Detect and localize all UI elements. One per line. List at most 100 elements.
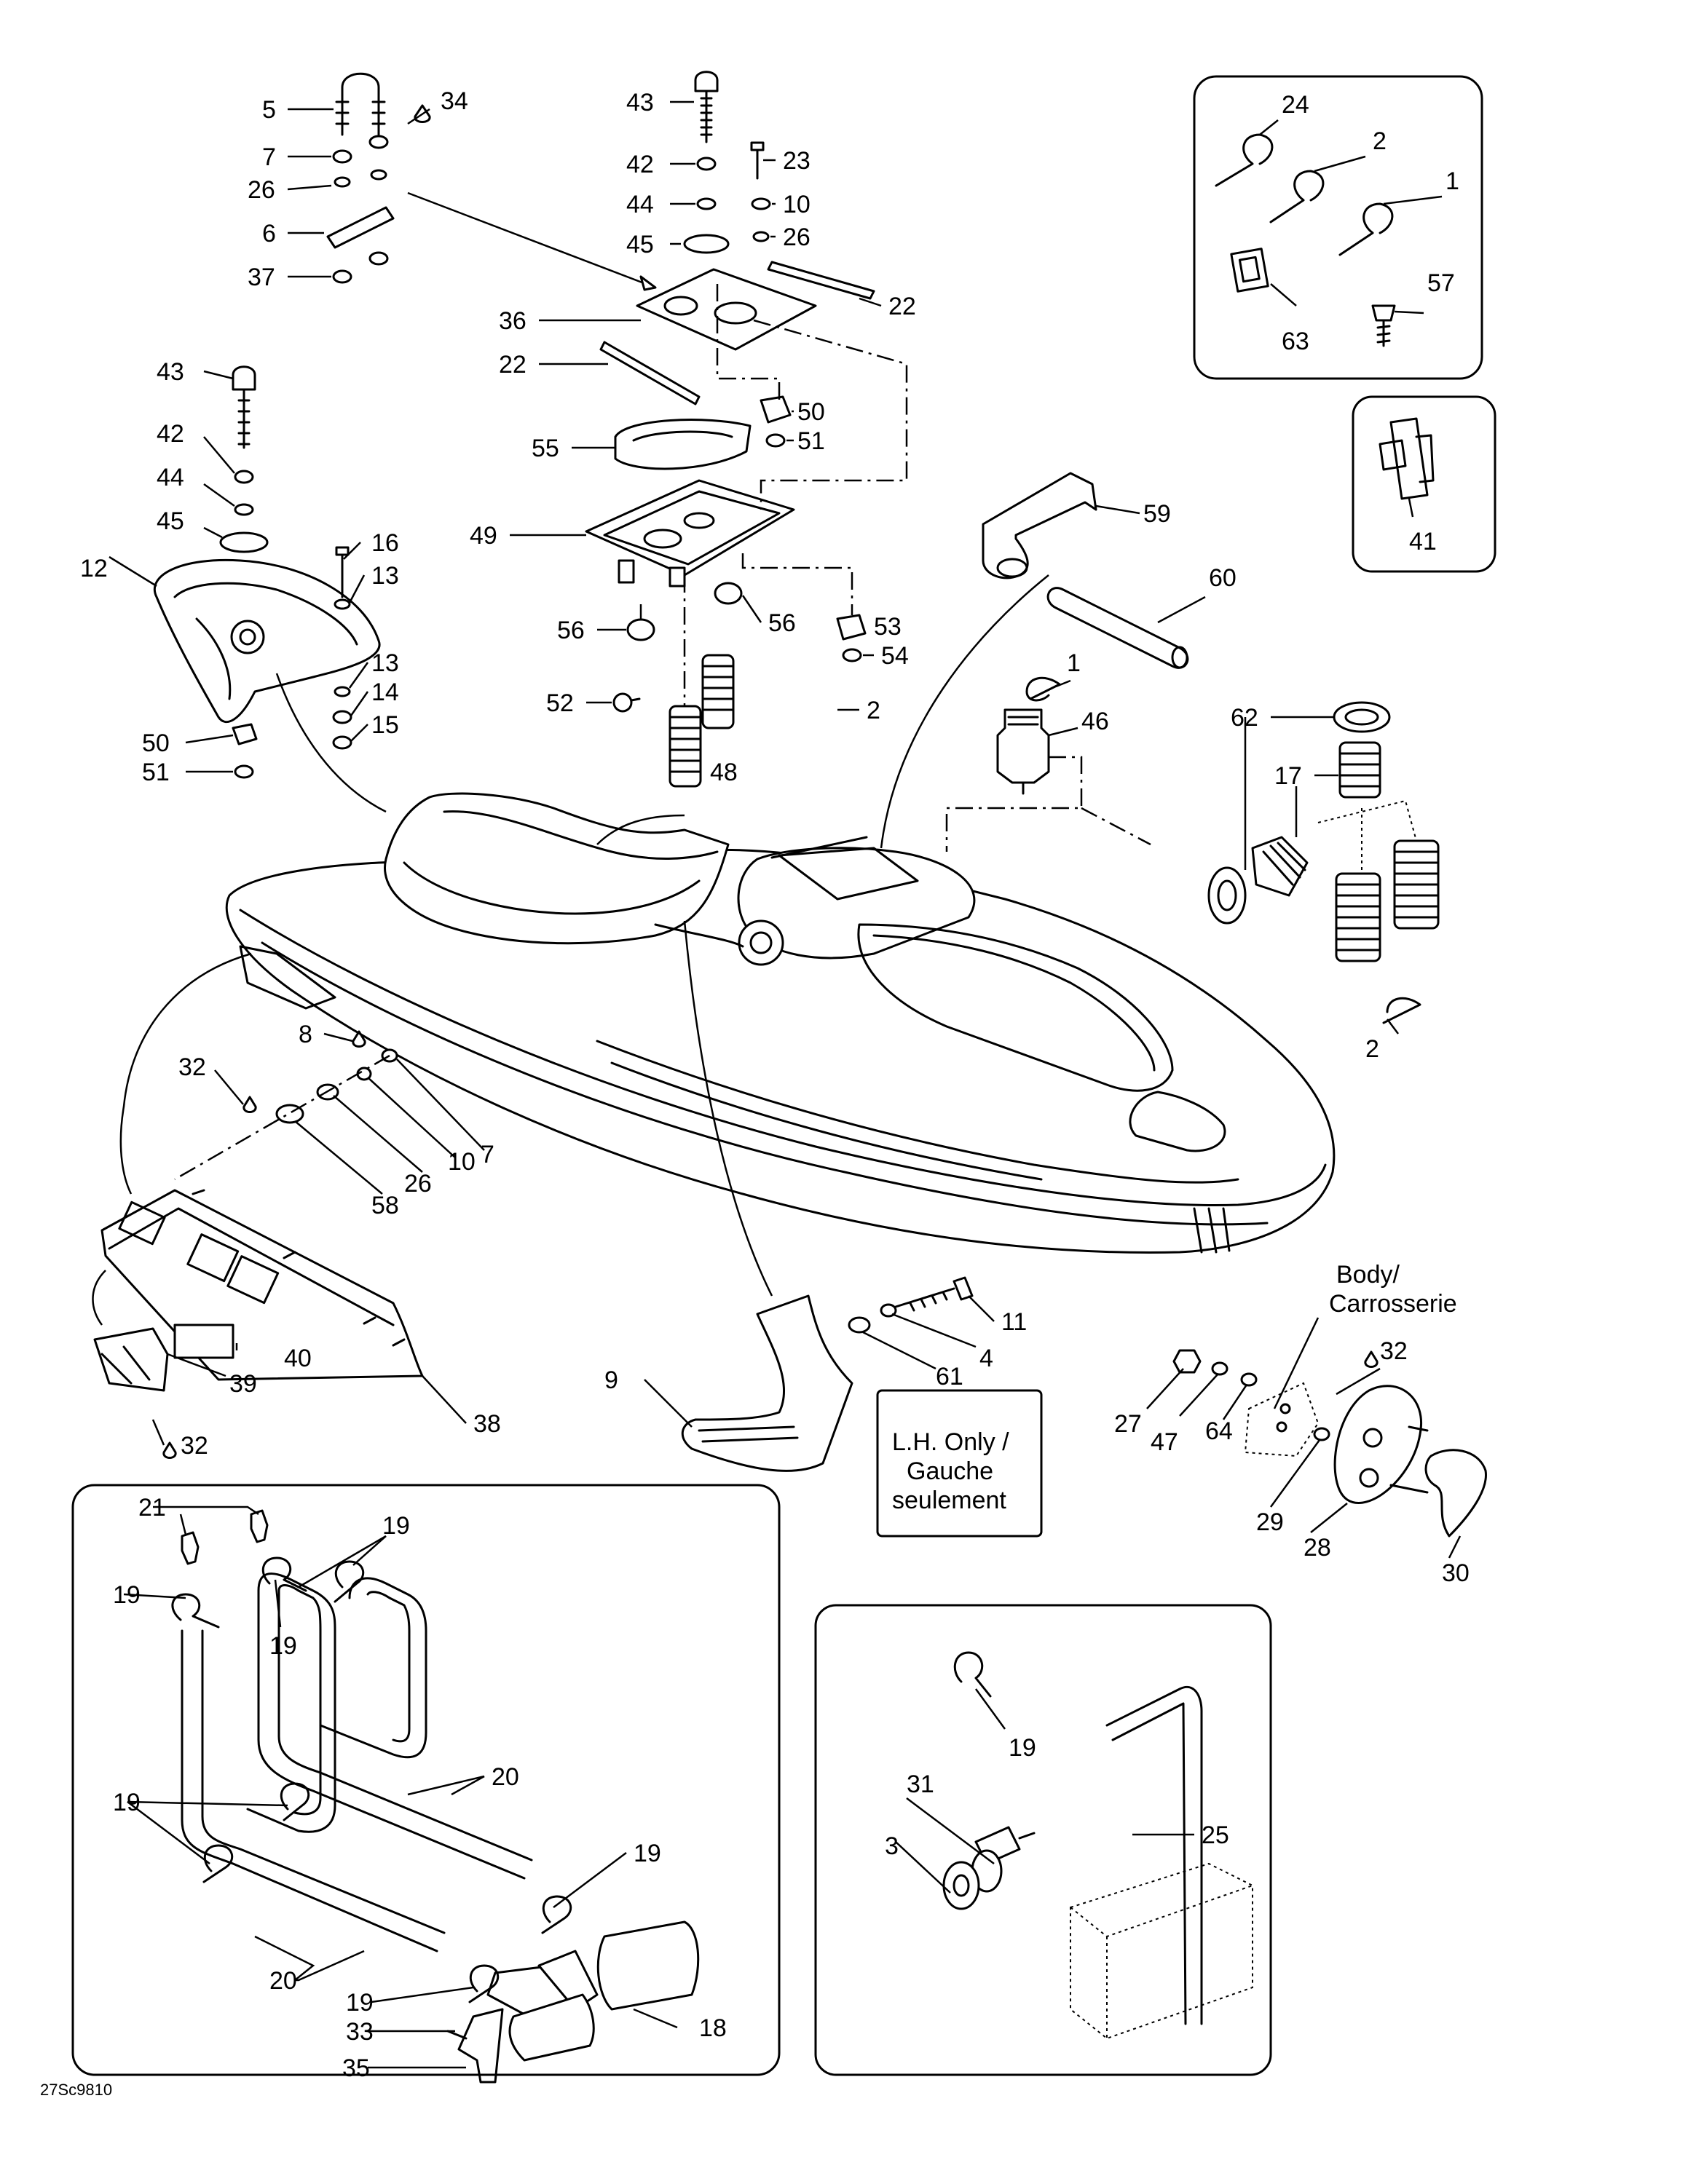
- callout-25: 25: [1202, 1821, 1229, 1849]
- callout-36: 36: [499, 307, 526, 335]
- note-lh-only-line3: seulement: [892, 1487, 1006, 1514]
- callout-38: 38: [473, 1410, 501, 1438]
- callout-29: 29: [1256, 1508, 1284, 1536]
- callout-28: 28: [1304, 1534, 1331, 1562]
- callout-3: 3: [885, 1832, 899, 1860]
- callout-11: 11: [1001, 1308, 1027, 1336]
- cable-ties-inset: [1215, 133, 1396, 347]
- callout-37: 37: [248, 264, 275, 291]
- callout-24: 24: [1282, 91, 1309, 119]
- callout-59: 59: [1143, 500, 1171, 528]
- watercraft-hull-illustration: [225, 792, 1336, 1254]
- callout-51: 51: [797, 427, 825, 455]
- callout-7: 7: [262, 143, 276, 171]
- callout-60: 60: [1209, 564, 1237, 592]
- callout-42: 42: [626, 151, 654, 178]
- note-body-line1: Body/: [1336, 1261, 1400, 1289]
- callout-56: 56: [557, 617, 585, 644]
- callout-18: 18: [699, 2014, 727, 2042]
- fitting-46: [945, 676, 1151, 852]
- callout-1: 1: [1067, 649, 1081, 677]
- callout-20: 20: [492, 1763, 519, 1791]
- callout-26: 26: [404, 1170, 432, 1198]
- drain-plug-assembly: [1207, 701, 1440, 1024]
- note-lh-only-line2: Gauche: [907, 1457, 993, 1485]
- inset-box-hoses: [71, 1484, 781, 2076]
- callout-62: 62: [1231, 704, 1258, 732]
- callout-33: 33: [346, 2018, 374, 2046]
- callout-35: 35: [342, 2054, 370, 2082]
- callout-2: 2: [1365, 1035, 1379, 1063]
- callout-50: 50: [797, 398, 825, 426]
- callout-41: 41: [1409, 528, 1437, 555]
- rear-hardware: [174, 1030, 398, 1181]
- callout-23: 23: [783, 147, 811, 175]
- callout-53: 53: [874, 613, 902, 641]
- callout-20: 20: [269, 1967, 297, 1995]
- callout-31: 31: [907, 1770, 934, 1798]
- side-vent-assembly: [681, 1276, 974, 1472]
- callout-19: 19: [113, 1581, 141, 1609]
- callout-19: 19: [382, 1512, 410, 1540]
- callout-44: 44: [157, 464, 184, 491]
- callout-8: 8: [299, 1021, 312, 1048]
- callout-43: 43: [157, 358, 184, 386]
- callout-22: 22: [888, 293, 916, 320]
- callout-13: 13: [371, 562, 399, 590]
- callout-2: 2: [867, 697, 880, 724]
- callout-5: 5: [262, 96, 276, 124]
- callout-64: 64: [1205, 1417, 1233, 1445]
- u-bolt-bracket: [326, 72, 431, 284]
- clip-41-inset: [1379, 417, 1435, 500]
- callout-55: 55: [532, 435, 559, 462]
- hoses-inset: [171, 1509, 700, 2084]
- note-box-lh-only: [876, 1389, 1043, 1538]
- rear-grill-assembly: [93, 1189, 424, 1459]
- callout-4: 4: [979, 1345, 993, 1372]
- callout-10: 10: [783, 191, 811, 218]
- callout-19: 19: [1009, 1734, 1036, 1762]
- callout-54: 54: [881, 642, 909, 670]
- callout-45: 45: [626, 231, 654, 258]
- callout-12: 12: [80, 555, 108, 582]
- reference-code: 27Sc9810: [40, 2081, 112, 2099]
- mirror-mount-assembly: [1172, 1349, 1487, 1538]
- callout-27: 27: [1114, 1410, 1142, 1438]
- callout-22: 22: [499, 351, 526, 379]
- callout-21: 21: [138, 1494, 166, 1522]
- callout-2: 2: [1373, 127, 1387, 155]
- callout-14: 14: [371, 678, 399, 706]
- callout-52: 52: [546, 689, 574, 717]
- callout-34: 34: [441, 87, 468, 115]
- callout-48: 48: [710, 759, 738, 786]
- callout-32: 32: [181, 1432, 208, 1460]
- callout-45: 45: [157, 507, 184, 535]
- callout-30: 30: [1442, 1559, 1470, 1587]
- callout-19: 19: [269, 1632, 297, 1660]
- callout-labels: 5 34 7 26 6 37 43 42 44 45 23 10 26 36 2…: [80, 87, 1470, 2082]
- callout-57: 57: [1427, 269, 1455, 297]
- callout-19: 19: [346, 1989, 374, 2017]
- callout-9: 9: [604, 1366, 618, 1394]
- callout-13: 13: [371, 649, 399, 677]
- callout-56: 56: [768, 609, 796, 637]
- callout-15: 15: [371, 711, 399, 739]
- seat-latch-assembly: [585, 71, 908, 788]
- callout-26: 26: [783, 223, 811, 251]
- assembly-arrows: [92, 191, 1049, 1326]
- callout-6: 6: [262, 220, 276, 248]
- callout-44: 44: [626, 191, 654, 218]
- callout-19: 19: [634, 1840, 661, 1867]
- diagram-notes: Body/ Carrosserie L.H. Only / Gauche seu…: [40, 1261, 1457, 2099]
- callout-42: 42: [157, 420, 184, 448]
- callout-40: 40: [284, 1345, 312, 1372]
- callout-19: 19: [113, 1789, 141, 1816]
- callout-16: 16: [371, 529, 399, 557]
- callout-7: 7: [481, 1141, 494, 1168]
- callout-46: 46: [1081, 708, 1109, 735]
- callout-49: 49: [470, 522, 497, 550]
- callout-17: 17: [1274, 762, 1302, 790]
- callout-10: 10: [448, 1148, 476, 1176]
- callout-26: 26: [248, 176, 275, 204]
